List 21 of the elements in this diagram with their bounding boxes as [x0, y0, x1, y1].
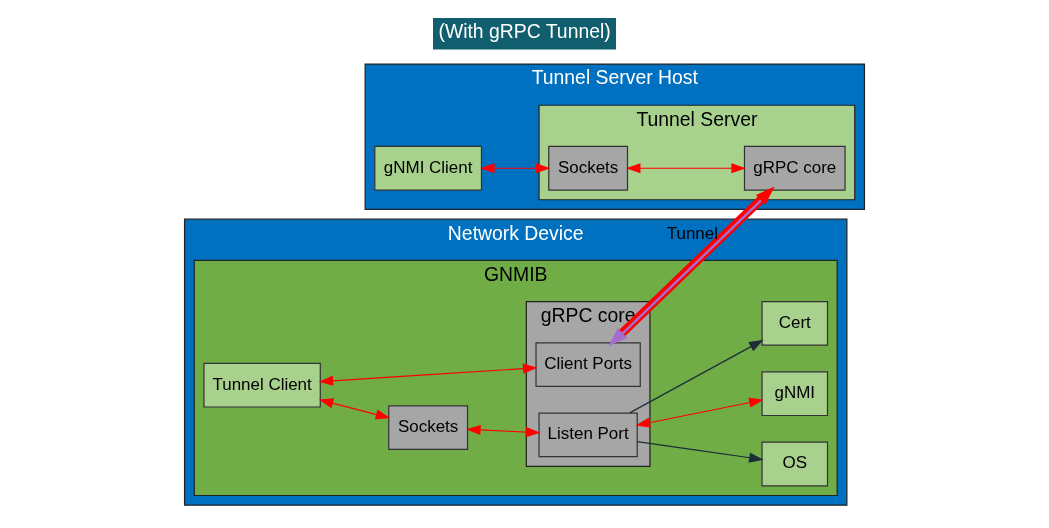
arrow [636, 441, 764, 463]
arrow [625, 163, 746, 174]
arrow [318, 363, 538, 386]
node-box: Cert [761, 300, 829, 346]
arrow [629, 339, 764, 414]
node-box: Sockets [388, 405, 469, 451]
node-box: Client Ports [535, 342, 641, 387]
arrow [318, 398, 391, 420]
arrow [635, 397, 764, 428]
edge-label: Tunnel [666, 223, 718, 243]
node-box: Tunnel Client [203, 362, 321, 408]
node-box: gRPC core [743, 145, 846, 191]
arrow [608, 186, 775, 347]
arrow [480, 163, 551, 174]
node-box: gNMI [761, 371, 829, 417]
node-box: Listen Port [538, 412, 638, 458]
node-box: OS [761, 441, 829, 487]
node-box: Sockets [548, 145, 629, 191]
diagram-title: (With gRPC Tunnel) [438, 20, 611, 43]
arrow [466, 424, 541, 438]
node-box: gNMI Client [374, 145, 483, 191]
